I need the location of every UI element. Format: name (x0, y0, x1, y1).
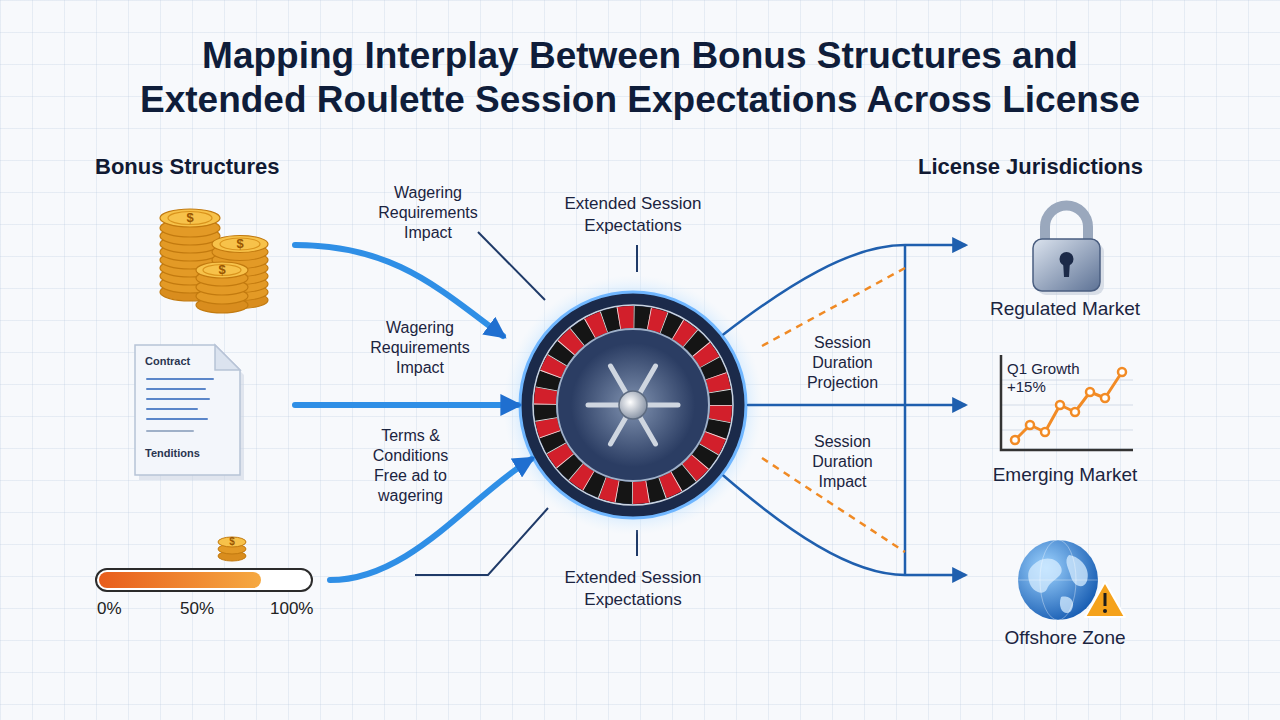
diagram-title: Mapping Interplay Between Bonus Structur… (130, 34, 1150, 122)
lock-keyhole (1063, 261, 1070, 277)
document-lines-part (147, 398, 209, 400)
black-pockets (545, 317, 721, 493)
chart-axes (1001, 355, 1133, 450)
trend-dots-part (1056, 401, 1064, 409)
wheel-caption: Extended Session Expectations (538, 193, 728, 237)
leader-line (415, 508, 548, 575)
roulette-wheel (518, 290, 748, 520)
trend-dots-part (1026, 421, 1034, 429)
dashed-line (762, 458, 905, 552)
document-footer: Tenditions (145, 447, 235, 460)
section-heading: Bonus Structures (95, 154, 280, 180)
connector-arrow (295, 402, 518, 408)
arrow-label: Session Duration Impact (795, 432, 890, 492)
progress-node: 0%50%100% (95, 566, 330, 596)
trend-dots-part (1118, 368, 1126, 376)
chart-grid-part (1001, 405, 1133, 406)
document-lines-part (147, 378, 213, 380)
document-node: ContractTenditions (135, 345, 295, 480)
document-page (135, 345, 240, 475)
wheel-cone (571, 343, 695, 467)
globe-meridians-part (1018, 580, 1098, 581)
document-lines (147, 379, 213, 431)
warning-mark (1103, 609, 1107, 613)
connector-arrow (724, 245, 965, 334)
coin-stack (196, 262, 248, 313)
trend-dots-part (1011, 436, 1019, 444)
globe-land (1060, 597, 1073, 613)
chart-grid-part (1001, 430, 1133, 431)
trend-dots-part (1041, 428, 1049, 436)
coin-stack-part (212, 236, 268, 253)
coin-stack-part (196, 262, 248, 278)
globe-sphere (1018, 540, 1098, 620)
wheel-spokes (588, 366, 678, 444)
globe-land (1066, 555, 1087, 586)
coin-stack-part (160, 209, 220, 227)
arrow-label: Terms & Conditions Free ad to wagering (358, 426, 463, 506)
leader-line (478, 232, 545, 300)
coin-symbol: $ (228, 235, 252, 253)
bar-fill (99, 572, 261, 588)
warning-triangle (1085, 582, 1125, 617)
connector-arrow (748, 404, 965, 407)
section-heading: License Jurisdictions (918, 154, 1143, 180)
chart-note: Q1 Growth +15% (1007, 360, 1091, 396)
coin-symbol: $ (222, 535, 242, 549)
arrow-label: Wagering Requirements Impact (358, 183, 498, 243)
progress-bar (95, 566, 330, 596)
wheel-caption: Extended Session Expectations (538, 567, 728, 611)
warning-mark (1104, 593, 1107, 606)
wheel-inner (557, 329, 709, 481)
arrow-label: Session Duration Projection (795, 333, 890, 393)
trend-dots-part (1101, 394, 1109, 402)
jurisdiction-name: Offshore Zone (965, 627, 1165, 649)
pocket-dividers (545, 317, 721, 493)
bar-track (96, 569, 312, 591)
wheel-glow (503, 275, 763, 535)
red-pockets (545, 317, 721, 493)
lock-body (1033, 239, 1100, 291)
jurisdiction-node: Regulated Market (965, 195, 1165, 325)
coin-symbol: $ (178, 209, 202, 227)
tick-line (636, 245, 638, 272)
jurisdiction-node: Offshore Zone (965, 535, 1165, 650)
jurisdiction-node: Q1 Growth +15% Emerging Market (965, 340, 1165, 485)
document-heading: Contract (145, 355, 225, 368)
coin-symbol: $ (210, 261, 234, 279)
arrow-label: Wagering Requirements Impact (350, 318, 490, 378)
jurisdiction-name: Regulated Market (965, 298, 1165, 320)
lock-shackle (1045, 206, 1088, 244)
document-lines-part (147, 418, 207, 420)
document-lines-part (147, 408, 197, 410)
wheel-hub (619, 391, 647, 419)
globe-land (1028, 558, 1061, 592)
bracket-line (904, 245, 907, 575)
trend-dots-part (1086, 388, 1094, 396)
scale-value: 100% (270, 599, 313, 619)
connector-arrow (724, 476, 965, 575)
document-lines-part (147, 388, 205, 390)
jurisdiction-name: Emerging Market (965, 464, 1165, 486)
scale-value: 0% (97, 599, 122, 619)
trend-dots-part (1071, 408, 1079, 416)
globe-meridians (1018, 540, 1098, 620)
wheel-track (533, 305, 733, 505)
wheel-rim (520, 292, 746, 518)
document-fold (215, 345, 240, 370)
document-lines-part (147, 430, 193, 432)
scale-value: 50% (180, 599, 214, 619)
wheel-node: Extended Session ExpectationsExtended Se… (518, 290, 748, 520)
